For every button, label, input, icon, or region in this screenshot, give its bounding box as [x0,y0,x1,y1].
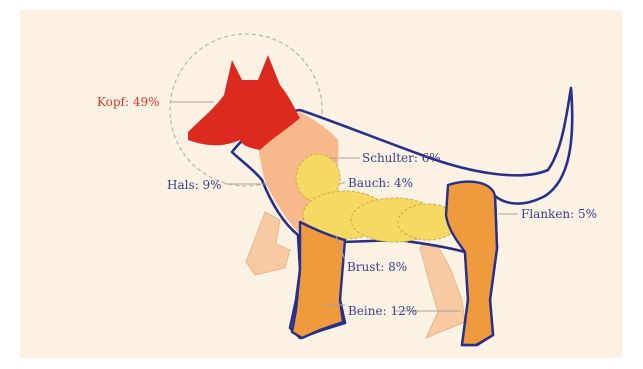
label-brust: Brust: 8% [347,260,407,274]
label-schulter: Schulter: 6% [362,151,441,165]
label-beine: Beine: 12% [348,304,417,318]
label-flanken: Flanken: 5% [521,207,597,221]
label-kopf: Kopf: 49% [97,95,160,109]
label-bauch: Bauch: 4% [348,176,413,190]
label-hals: Hals: 9% [167,178,222,192]
